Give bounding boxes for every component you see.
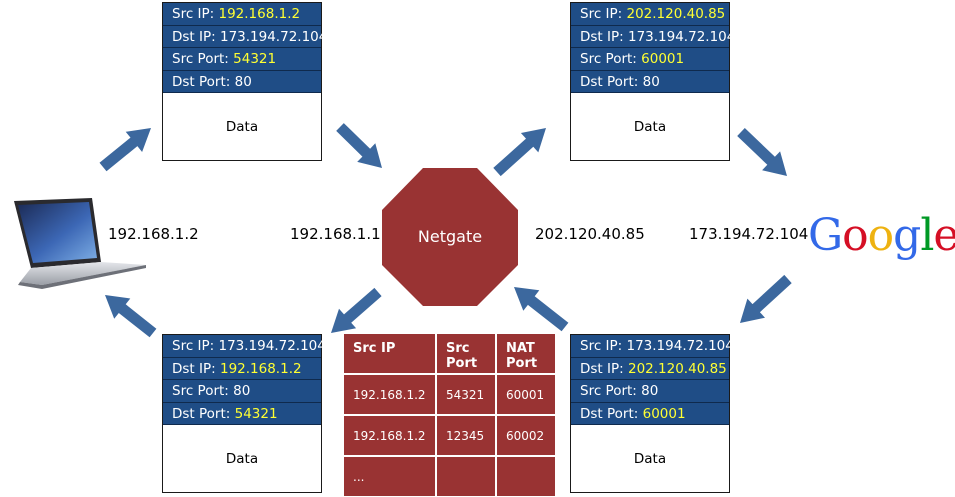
- arrow-p4-to-gateway: [514, 287, 569, 332]
- field-value: 202.120.40.85: [627, 360, 727, 377]
- google-logo-letter: g: [893, 210, 921, 261]
- field-label: Dst IP:: [172, 360, 220, 377]
- nat-cell: [435, 455, 496, 496]
- packet-header-field: Dst Port: 80: [571, 70, 729, 93]
- nat-table-row: ...: [344, 455, 555, 496]
- nat-cell: 192.168.1.2: [344, 414, 436, 456]
- google-logo: Google: [808, 210, 955, 261]
- packet-header-field: Dst IP: 192.168.1.2: [163, 357, 321, 380]
- field-label: Src IP:: [580, 6, 627, 22]
- field-value: 80: [642, 73, 660, 90]
- packet-header-field: Dst Port: 80: [163, 70, 321, 93]
- nat-cell: 60001: [495, 373, 555, 415]
- nat-cell: 60002: [495, 414, 555, 456]
- packet-header-field: Dst Port: 54321: [163, 402, 321, 425]
- field-value: 80: [641, 383, 659, 399]
- google-logo-letter: l: [920, 210, 934, 261]
- packet-payload: Data: [633, 118, 667, 135]
- field-label: Dst IP:: [580, 28, 628, 45]
- nat-table-row: 192.168.1.2 54321 60001: [344, 373, 555, 415]
- field-label: Src Port:: [172, 383, 234, 399]
- nat-table: Src IP Src Port NAT Port 192.168.1.2 543…: [344, 334, 555, 496]
- arrow-p3-to-laptop: [105, 295, 157, 338]
- packet-header-field: Dst IP: 173.194.72.104: [163, 25, 327, 48]
- packet-header-field: Src IP: 202.120.40.85: [571, 3, 729, 26]
- field-label: Src IP:: [580, 338, 627, 354]
- nat-cell: 54321: [435, 373, 496, 415]
- field-label: Dst IP:: [172, 28, 220, 45]
- field-value: 60001: [642, 405, 686, 422]
- google-logo-letter: o: [842, 210, 868, 261]
- packet-header-field: Src Port: 60001: [571, 48, 729, 71]
- field-value: 173.194.72.104: [627, 28, 736, 45]
- field-label: Src Port:: [580, 51, 642, 67]
- packet-header-field: Src Port: 80: [163, 380, 321, 403]
- field-value: 80: [233, 383, 251, 399]
- google-logo-letter: e: [933, 210, 955, 261]
- arrow-gateway-to-p3: [331, 287, 382, 333]
- nat-cell: [495, 455, 555, 496]
- gateway-name: Netgate: [417, 227, 483, 246]
- packet-header-field: Dst Port: 60001: [571, 402, 729, 425]
- packet-header-field: Src IP: 173.194.72.104: [571, 335, 734, 358]
- google-logo-letter: G: [808, 210, 843, 261]
- arrow-p2-to-google: [737, 128, 787, 176]
- field-label: Dst Port:: [580, 73, 643, 90]
- field-label: Src Port:: [172, 51, 234, 67]
- nat-header-src-ip: Src IP: [353, 341, 396, 356]
- nat-table-row: 192.168.1.2 12345 60002: [344, 414, 555, 456]
- field-label: Dst Port:: [172, 73, 235, 90]
- nat-table-header: Src IP Src Port NAT Port: [344, 334, 555, 374]
- packet-header-field: Dst IP: 202.120.40.85: [571, 357, 729, 380]
- packet-header-field: Src Port: 54321: [163, 48, 321, 71]
- field-value: 54321: [233, 51, 277, 67]
- arrow-google-to-p4: [740, 274, 792, 323]
- gateway-wan-ip-label: 202.120.40.85: [535, 225, 645, 243]
- field-value: 80: [234, 73, 252, 90]
- field-label: Dst Port:: [580, 405, 643, 422]
- packet-header-field: Dst IP: 173.194.72.104: [571, 25, 735, 48]
- packet-header-field: Src IP: 192.168.1.2: [163, 3, 321, 26]
- field-label: Src Port:: [580, 383, 642, 399]
- field-value: 60001: [641, 51, 685, 67]
- field-value: 173.194.72.104: [626, 338, 734, 354]
- nat-cell: 192.168.1.2: [344, 373, 436, 415]
- nat-header-nat-port: NAT Port: [495, 334, 555, 374]
- field-label: Src IP:: [172, 338, 219, 354]
- arrow-p1-to-gateway: [336, 123, 382, 168]
- nat-header-src-port: Src Port: [435, 334, 496, 374]
- nat-cell: ...: [344, 455, 436, 496]
- field-value: 54321: [234, 405, 278, 422]
- laptop-ip-label: 192.168.1.2: [108, 225, 199, 243]
- gateway-lan-ip-label: 192.168.1.1: [290, 225, 381, 243]
- google-logo-letter: o: [867, 210, 894, 261]
- packet-payload: Data: [225, 450, 259, 467]
- packet-header-field: Src IP: 173.194.72.104: [163, 335, 326, 358]
- field-value: 192.168.1.2: [219, 360, 302, 377]
- packet-header-field: Src Port: 80: [571, 380, 729, 403]
- field-value: 173.194.72.104: [219, 28, 328, 45]
- field-value: 202.120.40.85: [626, 6, 726, 22]
- field-label: Dst IP:: [580, 360, 628, 377]
- field-value: 173.194.72.104: [218, 338, 326, 354]
- field-label: Src IP:: [172, 6, 219, 22]
- nat-cell: 12345: [435, 414, 496, 456]
- field-value: 192.168.1.2: [218, 6, 301, 22]
- arrow-gateway-to-p2: [493, 128, 546, 177]
- arrow-laptop-to-p1: [99, 128, 151, 172]
- google-ip-label: 173.194.72.104: [689, 225, 809, 243]
- packet-payload: Data: [633, 450, 667, 467]
- packet-payload: Data: [225, 118, 259, 135]
- field-label: Dst Port:: [172, 405, 235, 422]
